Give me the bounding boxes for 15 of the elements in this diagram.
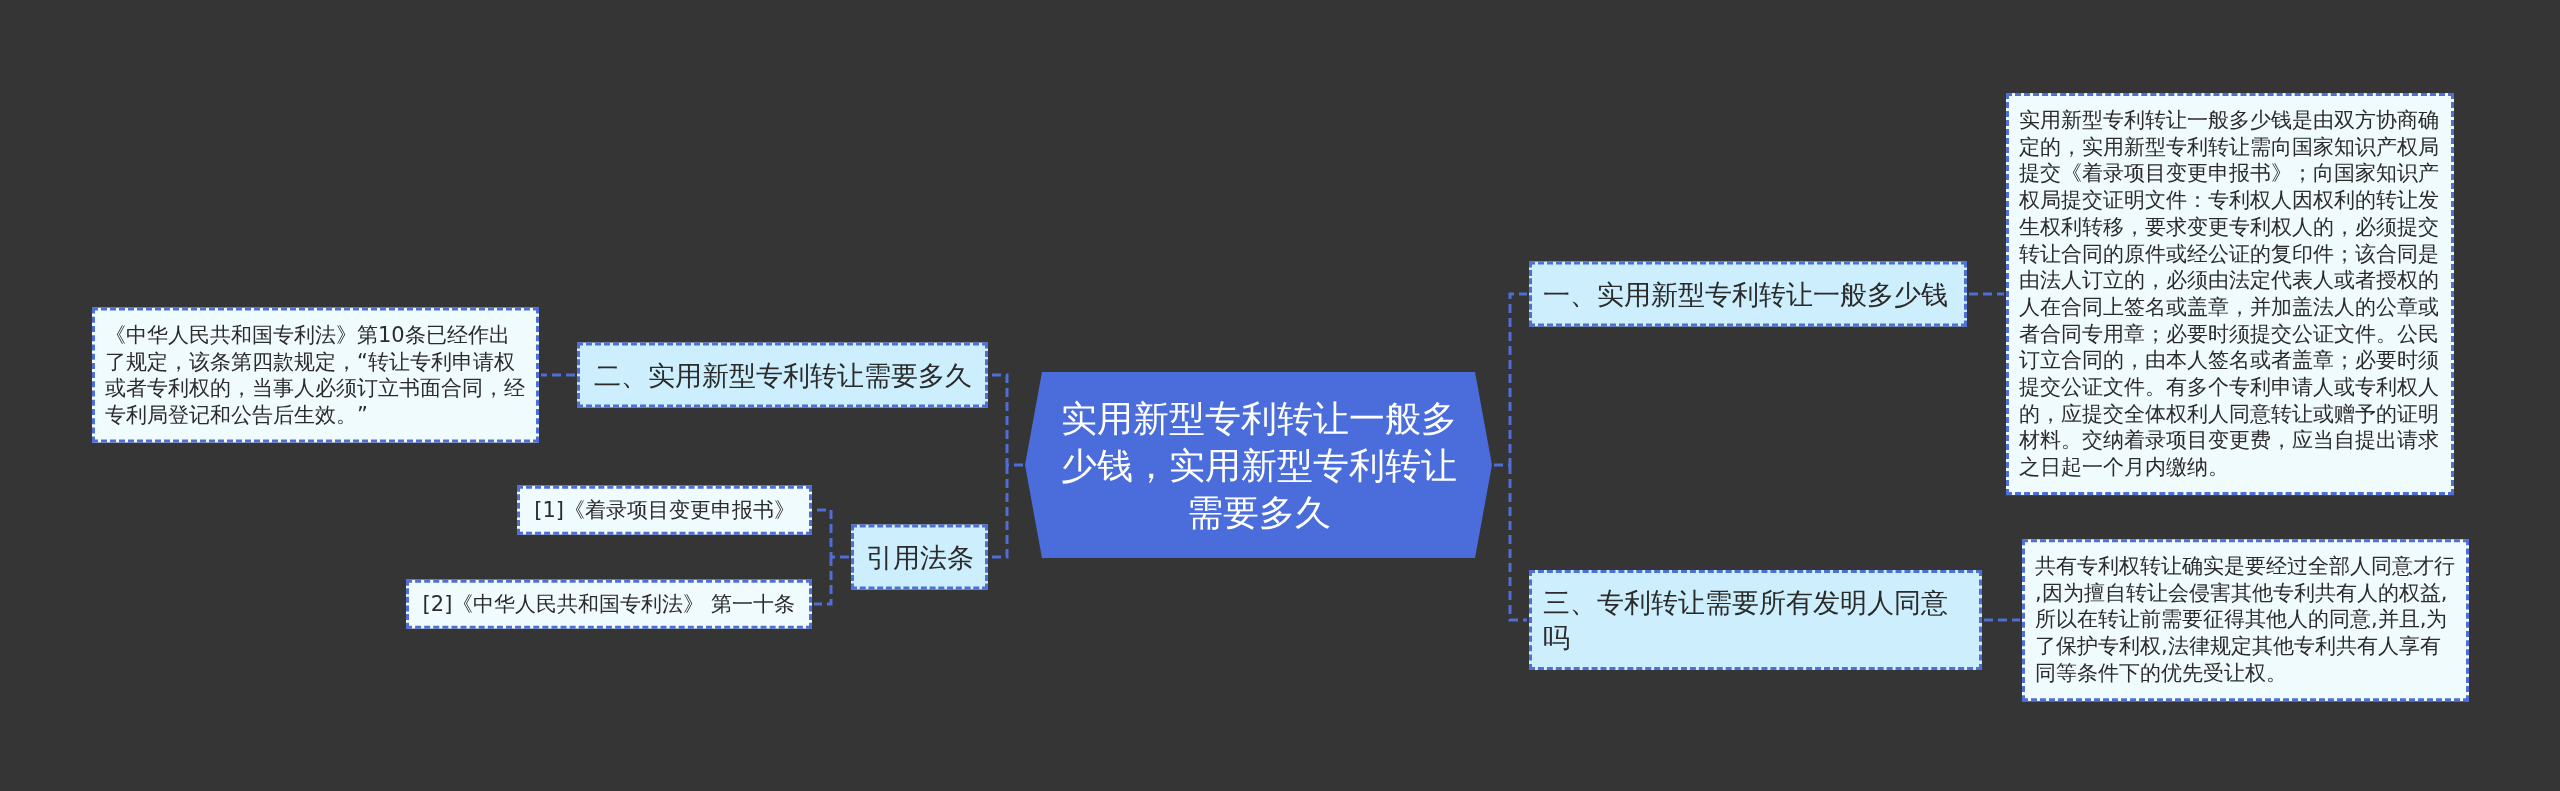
- note-card: 共有专利权转让确实是要经过全部人同意才行,因为擅自转让会侵害其他专利共有人的权益,所以在转让前需要征得其他人的同意,并且,为了保护专利权,法律规定其他专利共有人享有同等条件下的优先受让权。: [2022, 539, 2469, 701]
- citation-card: [2]《中华人民共和国专利法》 第一十条: [405, 579, 812, 629]
- central-topic: 实用新型专利转让一般多少钱，实用新型专利转让需要多久: [1025, 372, 1492, 558]
- connector-line: [541, 373, 575, 377]
- connector-line: [1984, 618, 2020, 622]
- note-card: 《中华人民共和国专利法》第10条已经作出了规定，该条第四款规定，“转让专利申请权或者专利权的，当事人必须订立书面合同，经专利局登记和公告后生效。”: [92, 307, 539, 443]
- connector-line: [1492, 292, 1529, 622]
- subtopic-node: 引用法条: [851, 524, 988, 590]
- subtopic-node: 二、实用新型专利转让需要多久: [577, 342, 988, 408]
- citation-card: [1]《着录项目变更申报书》: [517, 485, 812, 535]
- note-card: 实用新型专利转让一般多少钱是由双方协商确定的，实用新型专利转让需向国家知识产权局提交《着录项目变更申报书》；向国家知识产权局提交证明文件：专利权人因权利的转让发生权利转移，要求变更专利权人的，必须提交转让合同的原件或经公证的复印件；该合同是由法人订立的，必须由法定代表人或者授权的人在合同上签名或盖章，并加盖法人的公章或者合同专用章；必要时须提交公证文件。公民订立合同的，由本人签名或者盖章；必要时须提交公证文件。有多个专利申请人或专利权人的，应提交全体权利人同意转让或赠予的证明材料。交纳着录项目变更费，应当自提出请求之日起一个月内缴纳。: [2006, 93, 2454, 495]
- subtopic-node: 三、专利转让需要所有发明人同意吗: [1529, 570, 1982, 670]
- subtopic-node: 一、实用新型专利转让一般多少钱: [1529, 261, 1967, 327]
- connector-line: [812, 508, 851, 606]
- connector-line: [1969, 292, 2004, 296]
